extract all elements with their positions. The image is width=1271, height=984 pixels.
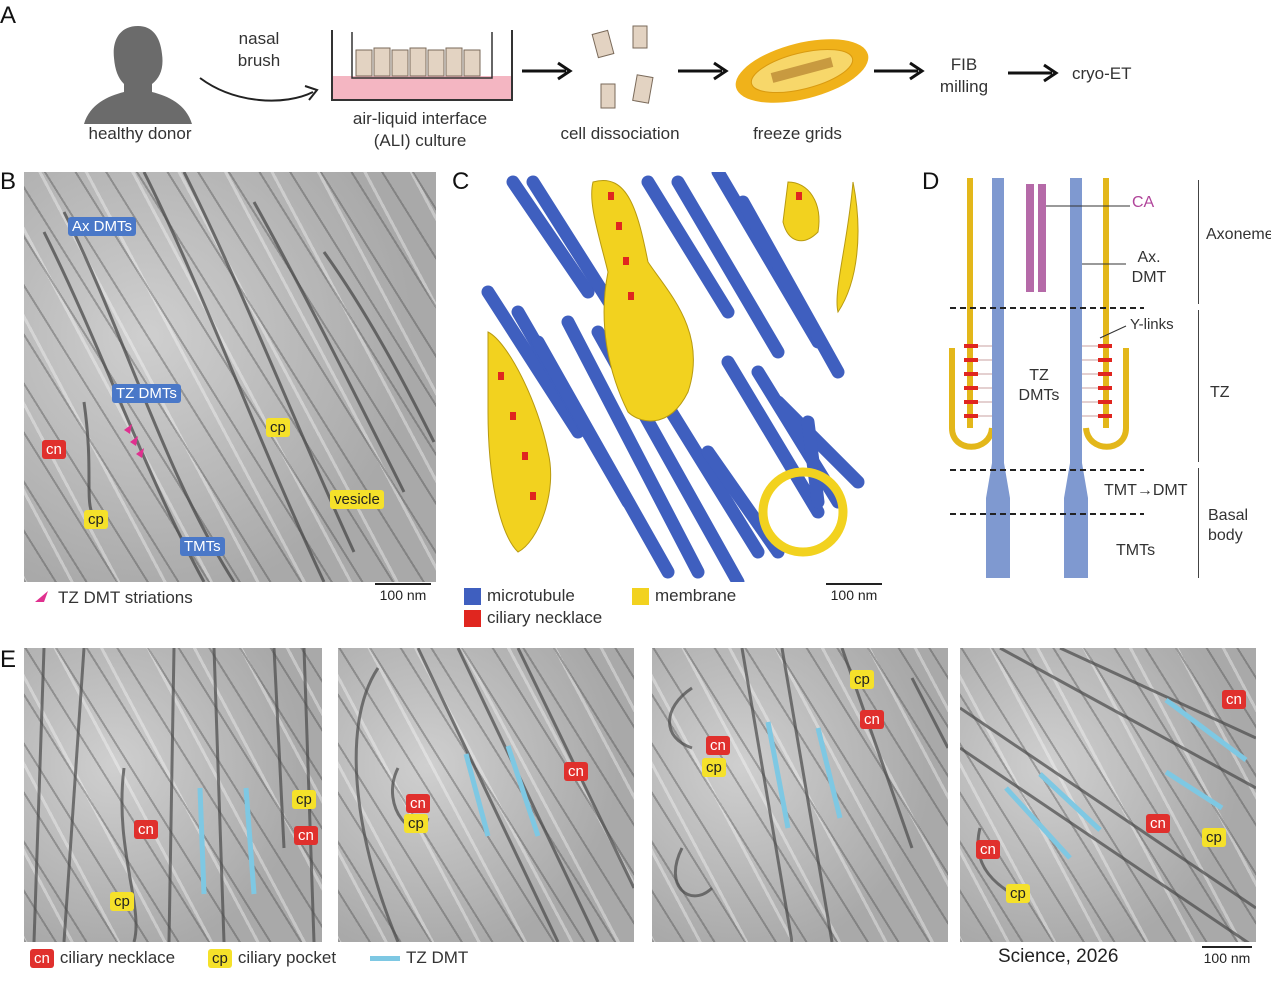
e1-cp-tag-1: cp [110, 892, 134, 911]
arrow-1-icon [522, 61, 573, 81]
e2-cn-tag-2: cn [406, 794, 430, 813]
legend-microtubule-text: microtubule [487, 586, 575, 605]
striations-legend: TZ DMT striations [58, 588, 193, 607]
tomogram-b: Ax DMTs TZ DMTs TMTs cn cp cp vesicle [24, 172, 436, 582]
e4-cp-tag-1: cp [1202, 828, 1226, 847]
fib-label: FIB milling [939, 55, 989, 96]
e4-cn-tag-2: cn [1146, 814, 1170, 833]
e1-cn-tag-2: cn [294, 826, 318, 845]
vesicle-tag: vesicle [330, 490, 384, 509]
striation-arrow-icon [35, 591, 48, 602]
legend-necklace: ciliary necklace [464, 608, 602, 628]
ca-label: CA [1132, 194, 1155, 211]
cilium-schematic [949, 178, 1144, 578]
axoneme-bracket [1198, 180, 1199, 304]
e4-cn-tag-3: cn [976, 840, 1000, 859]
ax-dmt-label: Ax. DMT [1131, 249, 1167, 286]
e1-cp-tag-2: cp [292, 790, 316, 809]
tomogram-e3: cn cn cp cp [652, 648, 948, 942]
tmts-label: TMTs [1116, 542, 1156, 559]
legend-tz-text: TZ DMT [406, 948, 469, 967]
e3-cp-tag-2: cp [850, 670, 874, 689]
legend-membrane: membrane [632, 586, 736, 606]
y-links-label: Y-links [1130, 316, 1174, 333]
scale-bar-c-label: 100 nm [830, 587, 878, 603]
e2-cn-tag-1: cn [564, 762, 588, 781]
basal-body-bracket [1198, 468, 1199, 578]
axoneme-label: Axoneme [1206, 226, 1271, 243]
dissociation-label: cell dissociation [560, 124, 680, 143]
segmentation-c [478, 172, 888, 582]
donor-silhouette-icon [84, 26, 192, 124]
tz-dmts-tag: TZ DMTs [112, 384, 181, 403]
microtubule-swatch [464, 587, 481, 605]
scale-bar-b-label: 100 nm [379, 587, 427, 603]
ax-dmts-tag: Ax DMTs [68, 217, 136, 236]
panel-label-e: E [0, 646, 17, 673]
e4-cp-tag-2: cp [1006, 884, 1030, 903]
cp-tag-1: cp [84, 510, 108, 529]
donor-label: healthy donor [88, 124, 192, 143]
e3-cn-tag-1: cn [706, 736, 730, 755]
necklace-swatch [464, 609, 481, 627]
arrow-2-icon [678, 61, 729, 81]
scale-bar-c: 100 nm [822, 583, 886, 603]
legend-cn-text: ciliary necklace [59, 948, 176, 967]
curved-arrow-icon [199, 77, 319, 102]
freeze-grids-label: freeze grids [753, 124, 842, 143]
scale-bar-e-label: 100 nm [1203, 950, 1251, 966]
tz-region-label: TZ [1210, 384, 1230, 401]
legend-cn: cn ciliary necklace [30, 948, 175, 968]
panel-label-c: C [452, 168, 470, 195]
tz-dmts-label: TZ DMTs [1018, 367, 1060, 404]
scale-bar-b: 100 nm [372, 583, 434, 603]
e2-cp-tag-1: cp [404, 814, 428, 833]
legend-necklace-text: ciliary necklace [487, 608, 603, 627]
e3-cp-tag-1: cp [702, 758, 726, 777]
tomogram-e2: cn cn cp [338, 648, 634, 942]
cryoet-label: cryo-ET [1072, 64, 1132, 83]
panel-label-d: D [922, 168, 940, 195]
nasal-brush-label: nasal brush [237, 29, 281, 70]
e3-cn-tag-2: cn [860, 710, 884, 729]
dissociated-cells-icon [591, 25, 654, 109]
tz-bracket [1198, 310, 1199, 462]
tomogram-e4: cn cn cn cp cp [960, 648, 1256, 942]
citation: Science, 2026 [998, 946, 1119, 967]
ali-label: air-liquid interface (ALI) culture [352, 109, 488, 150]
basal-body-label: Basal body [1208, 507, 1249, 544]
e4-cn-tag-1: cn [1222, 690, 1246, 709]
membrane-swatch [632, 587, 649, 605]
cn-tag: cn [42, 440, 66, 459]
legend-cp-text: ciliary pocket [237, 948, 337, 967]
tmt-dmt-label: TMT→DMT [1104, 482, 1188, 499]
legend-cn-tag: cn [30, 948, 54, 968]
e1-cn-tag-1: cn [134, 820, 158, 839]
legend-cp-tag: cp [208, 948, 232, 968]
tomogram-e1: cn cn cp cp [24, 648, 322, 942]
cp-tag-2: cp [266, 418, 290, 437]
ali-culture-icon [331, 30, 513, 101]
legend-cp: cp ciliary pocket [208, 948, 336, 968]
arrow-3-icon [874, 61, 925, 81]
tmts-tag: TMTs [180, 537, 225, 556]
scale-bar-e: 100 nm [1196, 946, 1258, 966]
arrow-4-icon [1008, 63, 1059, 83]
panel-label-b: B [0, 168, 17, 195]
panel-label-a: A [0, 2, 17, 29]
legend-membrane-text: membrane [655, 586, 737, 605]
tz-dmt-swatch [370, 955, 400, 961]
legend-microtubule: microtubule [464, 586, 575, 606]
freeze-grid-icon [735, 39, 869, 103]
legend-tz: TZ DMT [370, 948, 468, 968]
